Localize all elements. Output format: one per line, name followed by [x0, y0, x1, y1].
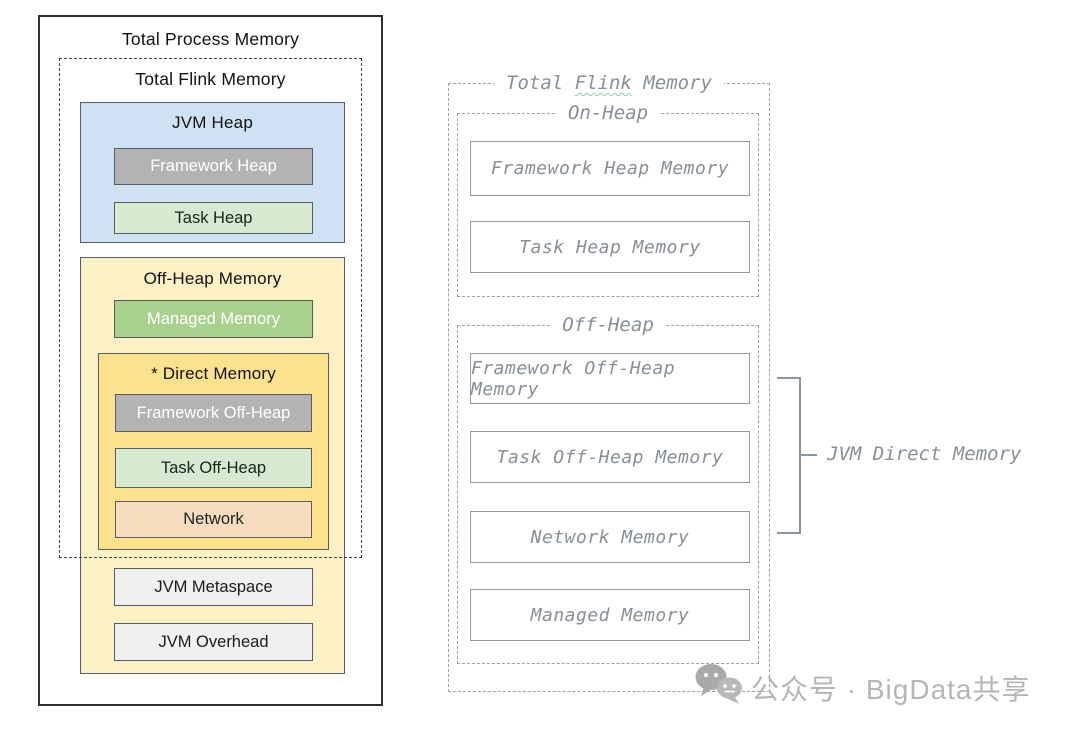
off-heap-dashed-box: Off-Heap Framework Off-Heap Memory Task …: [457, 313, 759, 664]
network-box: Network: [115, 501, 312, 538]
off-heap-memory-label: Off-Heap Memory: [143, 269, 282, 288]
right-total-flink-memory-label: Total Flink Memory: [494, 71, 724, 96]
jvm-direct-memory-label: JVM Direct Memory: [827, 443, 1022, 465]
task-heap-box: Task Heap: [114, 202, 313, 234]
total-process-memory-label: Total Process Memory: [121, 29, 300, 49]
off-heap-label: Off-Heap: [550, 313, 666, 338]
framework-heap-memory-box: Framework Heap Memory: [470, 141, 750, 196]
off-heap-memory-box: Off-Heap Memory Managed Memory * Direct …: [80, 257, 345, 674]
framework-heap-box: Framework Heap: [114, 148, 313, 185]
framework-off-heap-memory-box: Framework Off-Heap Memory: [470, 353, 750, 404]
total-process-memory-box: Total Process Memory JVM Heap Framework …: [38, 15, 383, 706]
network-memory-box: Network Memory: [470, 511, 750, 563]
right-total-flink-memory-dashed-box: Total Flink Memory On-Heap Framework Hea…: [448, 71, 770, 692]
task-heap-memory-box: Task Heap Memory: [470, 221, 750, 273]
managed-memory-sketch-box: Managed Memory: [470, 589, 750, 641]
title-part-post: Memory: [631, 72, 712, 94]
wechat-icon: [694, 662, 746, 713]
task-off-heap-memory-box: Task Off-Heap Memory: [470, 431, 750, 483]
direct-memory-box: * Direct Memory Framework Off-Heap Task …: [98, 353, 329, 550]
jvm-overhead-box: JVM Overhead: [114, 623, 313, 661]
bracket-top-tick: [777, 377, 800, 379]
jvm-metaspace-box: JVM Metaspace: [114, 568, 313, 606]
managed-memory-box: Managed Memory: [114, 300, 313, 338]
watermark-text: 公众号 · BigData共享: [751, 673, 1031, 705]
title-part-pre: Total: [506, 72, 575, 94]
jvm-heap-label: JVM Heap: [172, 113, 253, 132]
jvm-heap-box: JVM Heap Framework Heap Task Heap: [80, 102, 345, 243]
framework-off-heap-box: Framework Off-Heap: [115, 394, 312, 432]
on-heap-dashed-box: On-Heap Framework Heap Memory Task Heap …: [457, 101, 759, 297]
direct-memory-label: * Direct Memory: [151, 364, 276, 383]
watermark: 公众号 · BigData共享: [694, 662, 1031, 713]
task-off-heap-box: Task Off-Heap: [115, 448, 312, 488]
bracket-middle-tick: [800, 454, 817, 456]
on-heap-label: On-Heap: [555, 101, 661, 126]
total-flink-memory-label: Total Flink Memory: [135, 69, 286, 89]
title-part-flink: Flink: [574, 72, 632, 94]
bracket-bottom-tick: [777, 532, 800, 534]
